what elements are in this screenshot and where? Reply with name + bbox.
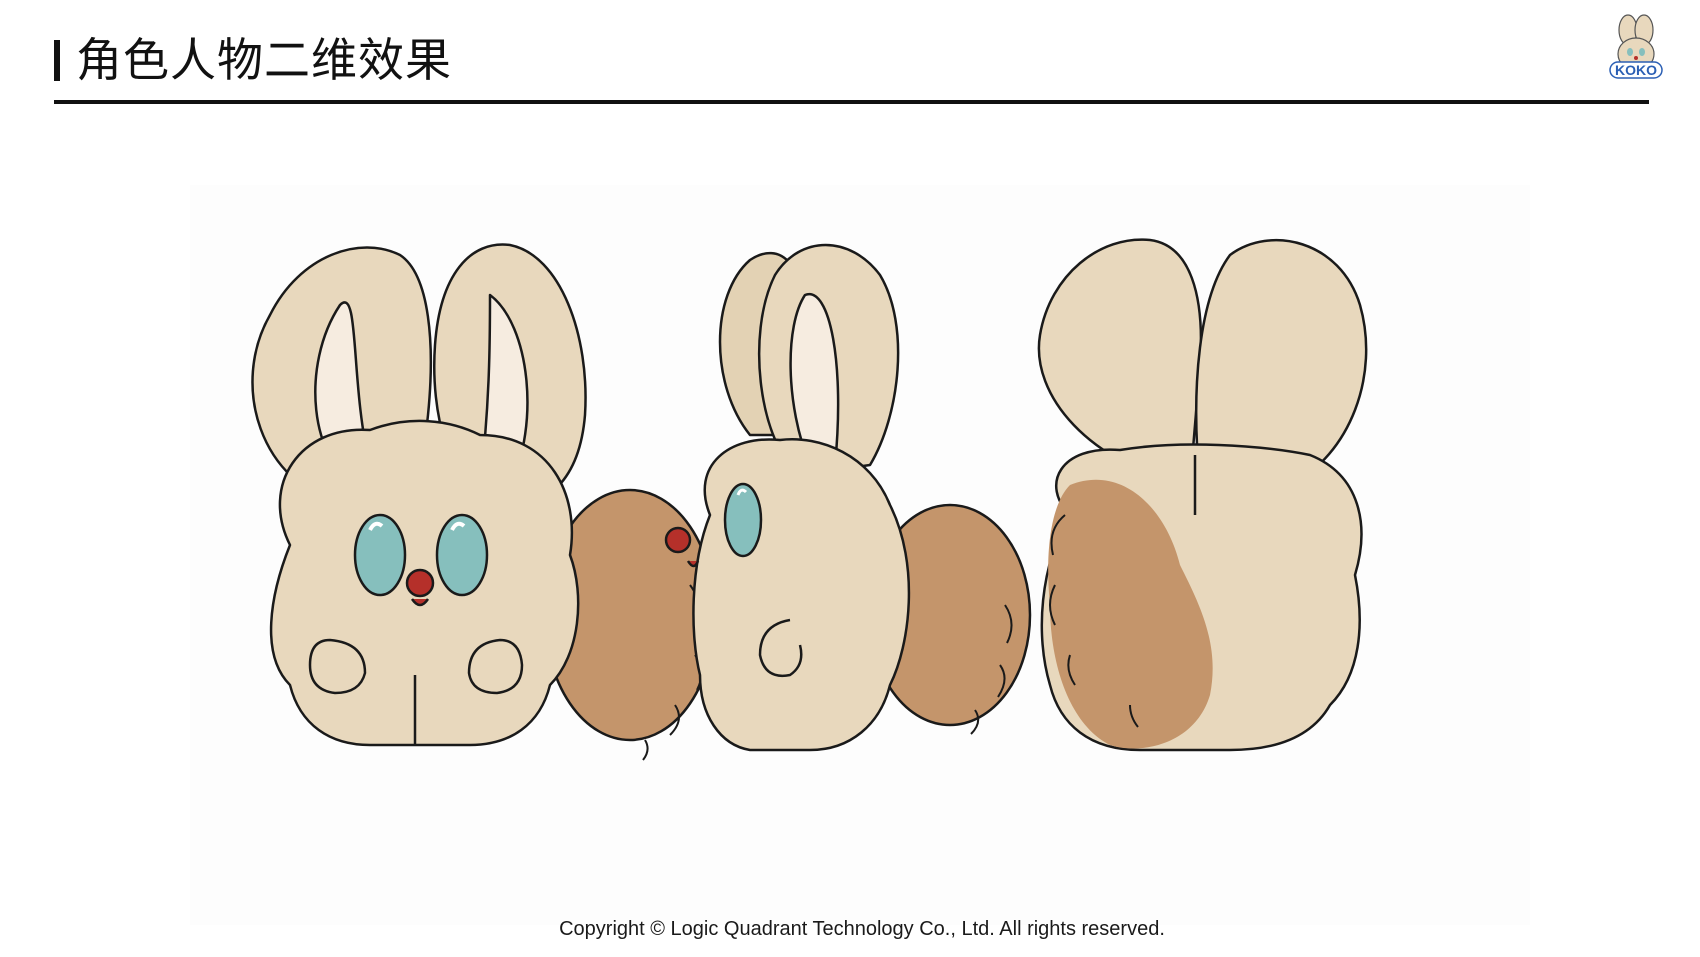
side-body bbox=[692, 438, 911, 752]
character-turnaround-illustration bbox=[190, 185, 1530, 925]
logo-text: KOKO bbox=[1615, 62, 1657, 78]
back-left-ear bbox=[1037, 238, 1203, 487]
page-title: 角色人物二维效果 bbox=[76, 33, 452, 87]
front-right-eye bbox=[435, 513, 489, 597]
title-accent-bar bbox=[54, 40, 60, 81]
front-view bbox=[251, 243, 717, 761]
back-right-ear bbox=[1195, 239, 1368, 487]
copyright-footer: Copyright © Logic Quadrant Technology Co… bbox=[559, 918, 1165, 940]
back-tail bbox=[1048, 479, 1213, 749]
koko-logo: KOKO bbox=[1604, 12, 1668, 84]
front-left-eye bbox=[353, 513, 407, 597]
logo-rabbit-icon bbox=[1617, 14, 1655, 71]
header-divider bbox=[54, 100, 1649, 104]
side-nose bbox=[664, 526, 692, 554]
side-view bbox=[664, 243, 1032, 752]
back-view bbox=[1037, 238, 1368, 752]
side-eye bbox=[723, 482, 763, 558]
front-nose bbox=[405, 568, 435, 598]
